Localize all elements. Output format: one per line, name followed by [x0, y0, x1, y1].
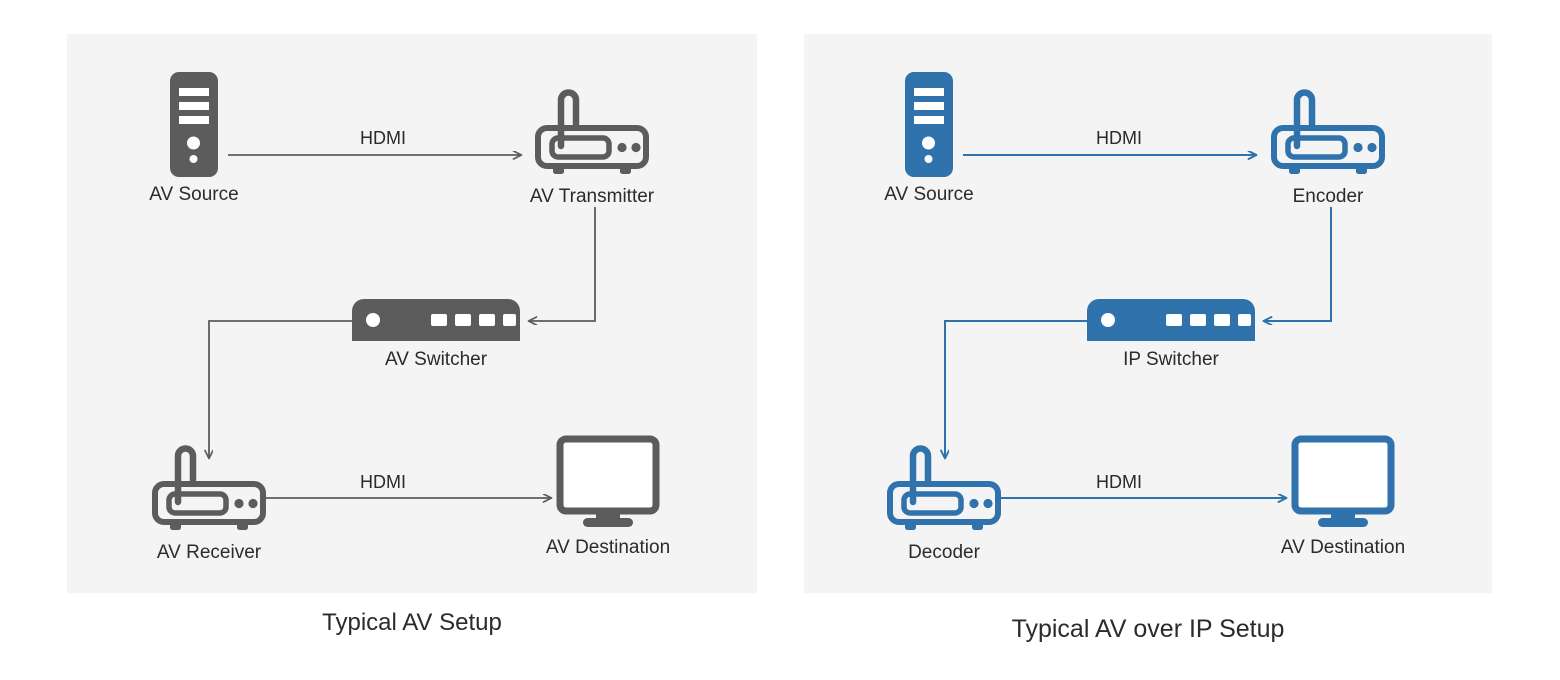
node-av-source-right[interactable]: AV Source	[864, 72, 994, 212]
tower-computer-icon	[895, 72, 963, 182]
node-label: AV Switcher	[384, 349, 488, 370]
router-icon	[1267, 84, 1389, 185]
edge-label-hdmi-receiver-destination: HDMI	[360, 472, 406, 492]
switch-icon	[352, 299, 520, 346]
node-label: Encoder	[1292, 186, 1364, 207]
node-decoder[interactable]: Decoder	[879, 440, 1009, 570]
node-label: AV Source	[884, 184, 974, 205]
node-av-source-left[interactable]: AV Source	[129, 72, 259, 212]
caption-typical-av: Typical AV Setup	[322, 609, 502, 636]
node-av-destination-left[interactable]: AV Destination	[543, 435, 673, 570]
caption-av-over-ip: Typical AV over IP Setup	[1011, 615, 1285, 643]
node-av-destination-right[interactable]: AV Destination	[1278, 435, 1408, 570]
node-label: AV Source	[149, 184, 239, 205]
node-encoder[interactable]: Encoder	[1263, 84, 1393, 214]
edge-label-hdmi-source-transmitter: HDMI	[360, 128, 406, 148]
node-label: IP Switcher	[1123, 349, 1219, 370]
edge-label-hdmi-source-encoder: HDMI	[1096, 128, 1142, 148]
node-label: AV Destination	[1280, 537, 1406, 558]
node-av-transmitter[interactable]: AV Transmitter	[527, 84, 657, 214]
node-label: AV Transmitter	[529, 186, 655, 207]
node-av-receiver[interactable]: AV Receiver	[144, 440, 274, 570]
edge-label-hdmi-decoder-destination: HDMI	[1096, 472, 1142, 492]
tower-computer-icon	[160, 72, 228, 182]
router-icon	[883, 440, 1005, 541]
monitor-icon	[1291, 435, 1395, 532]
node-label: Decoder	[908, 542, 980, 563]
node-ip-switcher[interactable]: IP Switcher	[1087, 299, 1255, 379]
node-av-switcher[interactable]: AV Switcher	[352, 299, 520, 379]
router-icon	[148, 440, 270, 541]
node-label: AV Receiver	[156, 542, 262, 563]
switch-icon	[1087, 299, 1255, 346]
router-icon	[531, 84, 653, 185]
node-label: AV Destination	[545, 537, 671, 558]
monitor-icon	[556, 435, 660, 532]
